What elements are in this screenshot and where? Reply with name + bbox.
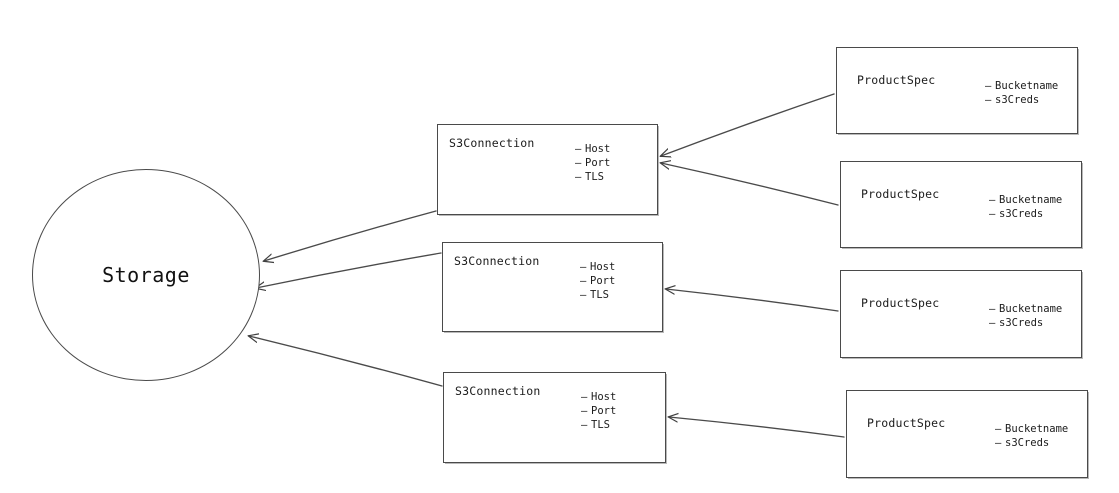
productspec-title: ProductSpec	[861, 296, 940, 310]
productspec-title: ProductSpec	[861, 187, 940, 201]
attribute-dash-icon: –	[581, 391, 588, 403]
attribute-dash-icon: –	[575, 157, 582, 169]
edge-arrow	[256, 252, 442, 288]
attribute-label: Bucketname	[995, 80, 1059, 92]
attribute-dash-icon: –	[581, 405, 588, 417]
attribute-label: TLS	[590, 289, 609, 301]
attribute-label: Bucketname	[1005, 423, 1069, 435]
attribute-dash-icon: –	[581, 419, 588, 431]
attribute-row: –Host	[580, 260, 615, 274]
attribute-label: Host	[591, 391, 617, 403]
attribute-dash-icon: –	[989, 303, 996, 315]
attribute-row: –Bucketname	[989, 302, 1062, 316]
storage-circle-shape[interactable]	[32, 169, 260, 381]
attribute-row: –s3Creds	[995, 436, 1068, 450]
attribute-row: –Host	[575, 142, 610, 156]
attribute-row: –TLS	[575, 170, 610, 184]
productspec-attribute-list: –Bucketname–s3Creds	[989, 302, 1062, 330]
s3connection-title: S3Connection	[449, 136, 535, 150]
attribute-label: TLS	[591, 419, 610, 431]
attribute-label: Port	[585, 157, 611, 169]
attribute-row: –s3Creds	[989, 316, 1062, 330]
attribute-dash-icon: –	[985, 80, 992, 92]
attribute-label: TLS	[585, 171, 604, 183]
edge-arrow	[661, 163, 839, 206]
attribute-dash-icon: –	[989, 208, 996, 220]
s3connection-box[interactable]: S3Connection –Host–Port–TLS	[437, 124, 658, 215]
attribute-row: –Port	[580, 274, 615, 288]
s3connection-title: S3Connection	[454, 254, 540, 268]
attribute-label: Port	[591, 405, 617, 417]
productspec-box[interactable]: ProductSpec –Bucketname–s3Creds	[840, 270, 1082, 358]
productspec-title: ProductSpec	[857, 73, 936, 87]
edge-arrow	[661, 93, 835, 156]
productspec-attribute-list: –Bucketname–s3Creds	[995, 422, 1068, 450]
s3connection-attribute-list: –Host–Port–TLS	[581, 390, 616, 432]
attribute-row: –Bucketname	[995, 422, 1068, 436]
storage-label: Storage	[102, 263, 190, 287]
attribute-label: Bucketname	[999, 303, 1063, 315]
attribute-row: –s3Creds	[985, 93, 1058, 107]
attribute-dash-icon: –	[989, 194, 996, 206]
productspec-box[interactable]: ProductSpec –Bucketname–s3Creds	[846, 390, 1088, 478]
attribute-label: Bucketname	[999, 194, 1063, 206]
attribute-label: Port	[590, 275, 616, 287]
attribute-dash-icon: –	[575, 143, 582, 155]
attribute-row: –s3Creds	[989, 207, 1062, 221]
productspec-attribute-list: –Bucketname–s3Creds	[985, 79, 1058, 107]
s3connection-attribute-list: –Host–Port–TLS	[575, 142, 610, 184]
attribute-label: Host	[590, 261, 616, 273]
attribute-label: s3Creds	[1005, 437, 1050, 449]
productspec-box[interactable]: ProductSpec –Bucketname–s3Creds	[836, 47, 1078, 134]
attribute-dash-icon: –	[575, 171, 582, 183]
attribute-dash-icon: –	[995, 423, 1002, 435]
attribute-dash-icon: –	[989, 317, 996, 329]
attribute-dash-icon: –	[580, 261, 587, 273]
attribute-row: –TLS	[581, 418, 616, 432]
attribute-label: s3Creds	[999, 208, 1044, 220]
attribute-label: s3Creds	[999, 317, 1044, 329]
edge-arrow	[249, 336, 443, 387]
s3connection-title: S3Connection	[455, 384, 541, 398]
productspec-attribute-list: –Bucketname–s3Creds	[989, 193, 1062, 221]
attribute-row: –Port	[575, 156, 610, 170]
attribute-dash-icon: –	[580, 289, 587, 301]
attribute-dash-icon: –	[580, 275, 587, 287]
s3connection-box[interactable]: S3Connection –Host–Port–TLS	[443, 372, 666, 463]
productspec-title: ProductSpec	[867, 416, 946, 430]
attribute-row: –TLS	[580, 288, 615, 302]
s3connection-box[interactable]: S3Connection –Host–Port–TLS	[442, 242, 663, 332]
attribute-row: –Bucketname	[985, 79, 1058, 93]
attribute-label: s3Creds	[995, 94, 1040, 106]
attribute-row: –Host	[581, 390, 616, 404]
attribute-dash-icon: –	[985, 94, 992, 106]
edge-arrow	[666, 289, 839, 312]
edge-arrow	[264, 210, 437, 261]
edge-arrow	[669, 417, 845, 438]
s3connection-attribute-list: –Host–Port–TLS	[580, 260, 615, 302]
attribute-dash-icon: –	[995, 437, 1002, 449]
productspec-box[interactable]: ProductSpec –Bucketname–s3Creds	[840, 161, 1082, 248]
attribute-label: Host	[585, 143, 611, 155]
attribute-row: –Bucketname	[989, 193, 1062, 207]
attribute-row: –Port	[581, 404, 616, 418]
